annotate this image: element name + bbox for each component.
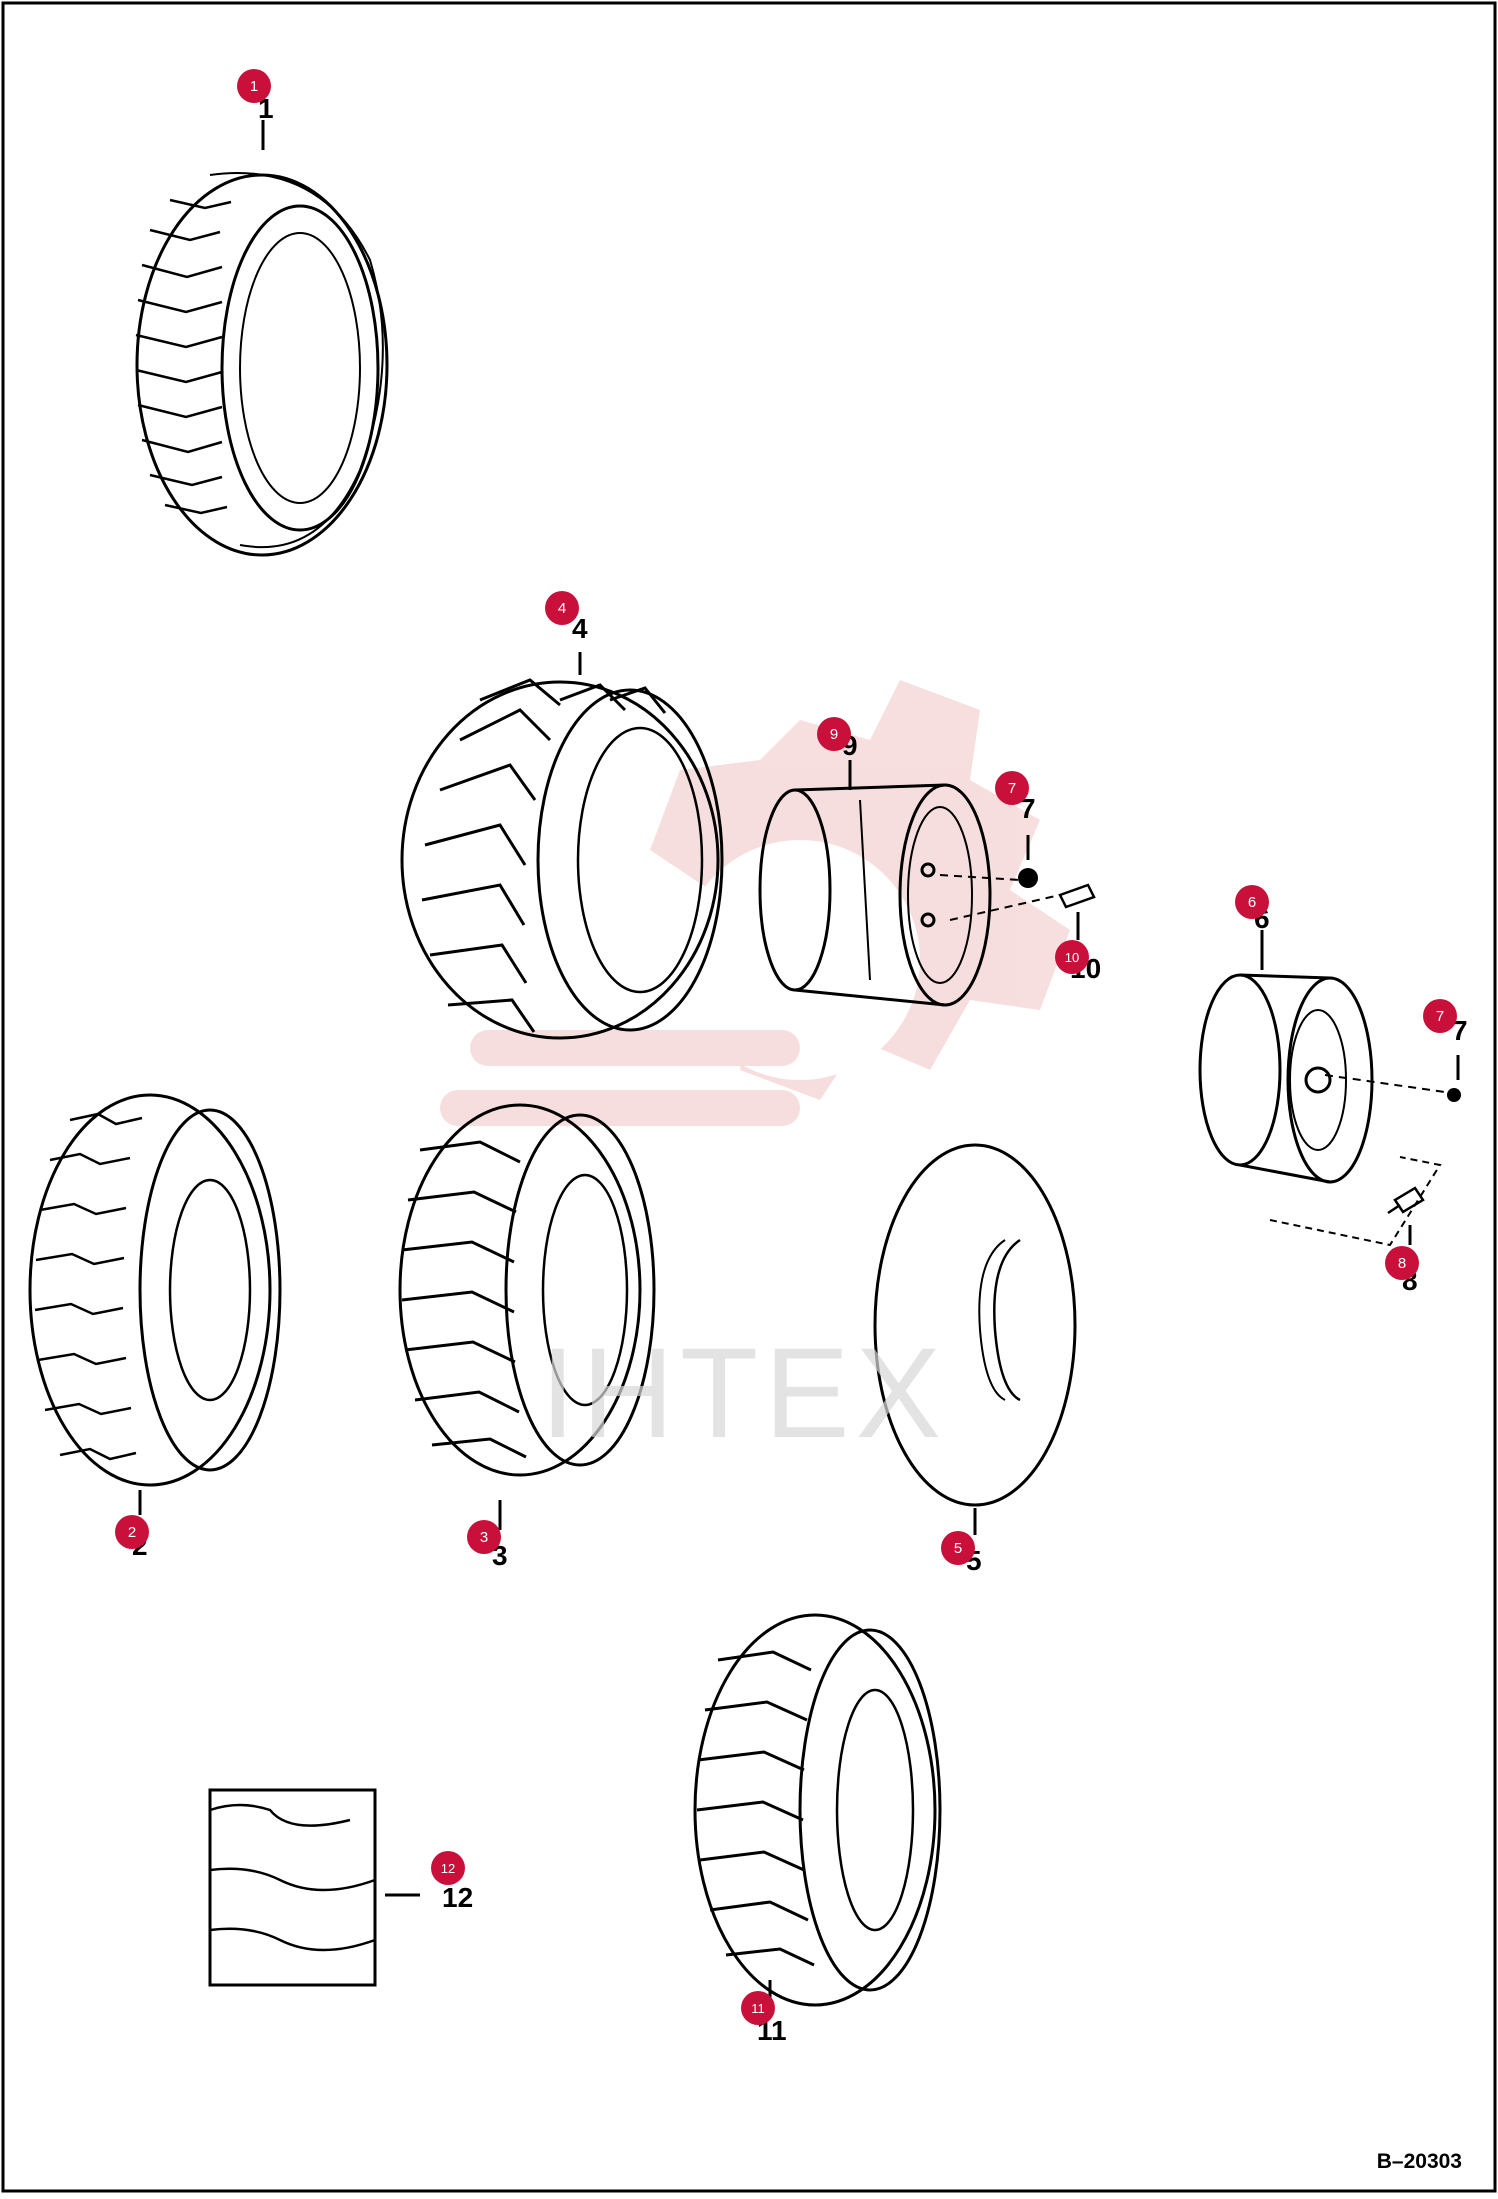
callout-badge [817,717,851,751]
callout-number: 3 [480,1529,488,1546]
callout-c10: 10 [1055,940,1089,974]
callout-badge [1055,940,1089,974]
callout-badge [1235,885,1269,919]
watermark-text: IHTEX [540,1322,947,1465]
tread-section-12 [208,1788,377,1987]
lug-nut-7a [1018,868,1038,888]
watermark-logo [440,680,1070,1126]
lug-nut-7b [1447,1088,1461,1102]
callout-badge [1385,1246,1419,1280]
callout-number: 5 [954,1540,962,1557]
tire-1 [135,172,389,557]
valve-stem-8 [1387,1186,1425,1215]
callout-badge [545,591,579,625]
callout-badge [941,1531,975,1565]
callout-c8: 8 [1385,1246,1419,1280]
lug-bolt-10 [1058,883,1096,909]
callout-number: 8 [1398,1255,1406,1272]
callout-badge [467,1520,501,1554]
callout-badge [431,1851,465,1885]
tire-11 [693,1613,942,2007]
ref-label-12: 12 [442,1882,473,1913]
callout-number: 12 [441,1861,455,1876]
rim-9 [758,783,1061,1007]
callout-badge [115,1515,149,1549]
callout-c1: 1 [237,69,271,103]
callout-c11: 11 [741,1991,775,2025]
leader-lines [138,120,1460,2010]
callout-c5: 5 [941,1531,975,1565]
callout-c6: 6 [1235,885,1269,919]
callout-number: 7 [1008,780,1016,797]
callout-badge [995,771,1029,805]
ref-label-7b: 7 [1452,1015,1468,1046]
callout-number: 7 [1436,1008,1444,1025]
callout-c2: 2 [115,1515,149,1549]
callout-number: 1 [250,78,258,95]
ref-label-4: 4 [572,613,588,644]
callout-number: 6 [1248,894,1256,911]
tire-3 [398,1103,656,1477]
callout-c4: 4 [545,591,579,625]
callout-number: 4 [558,600,566,617]
callout-number: 11 [751,2001,765,2016]
callout-c7b: 7 [1423,999,1457,1033]
callout-c12: 12 [431,1851,465,1885]
callout-number: 9 [830,726,838,743]
diagram-id: B–20303 [1376,2150,1462,2173]
callout-number: 10 [1065,950,1079,965]
wheel-6 [1198,973,1446,1247]
callout-number: 2 [128,1524,136,1541]
callout-badge [741,1991,775,2025]
callout-c3: 3 [467,1520,501,1554]
callout-badge [1423,999,1457,1033]
tire-2 [28,1093,282,1487]
callout-badge [237,69,271,103]
callout-c9: 9 [817,717,851,751]
ref-label-7a: 7 [1020,793,1036,824]
callout-c7a: 7 [995,771,1029,805]
tire-4 [400,678,724,1040]
inner-tube-5 [873,1143,1077,1507]
